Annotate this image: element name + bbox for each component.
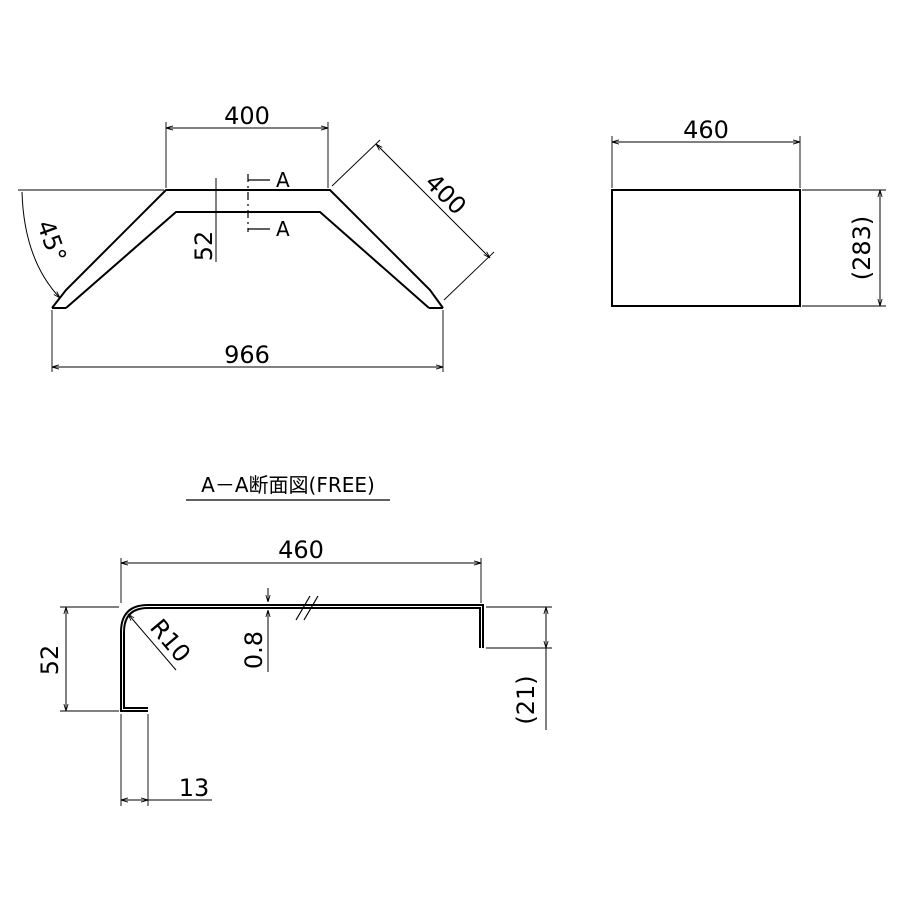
top-view-inner-outline [65,211,430,309]
dim-slant-ext-top [331,139,381,187]
angle-arc [21,191,60,298]
dim-52-label: 52 [190,231,218,262]
sec-dim-radius-label: R10 [144,614,196,668]
dim-slant-ext-bottom [443,251,495,301]
side-dim-height-label: (283) [848,216,876,281]
section-mark-upper: A [276,168,290,192]
side-view-rect [611,189,801,307]
sec-dim-thickness-label: 0.8 [240,631,268,669]
dim-slant-line [376,144,490,258]
section-profile-inner [120,604,484,712]
section-title: A－A断面図(FREE) [201,473,375,497]
sec-dim-return-label: (21) [512,675,540,724]
side-view: 460 (283) [611,116,886,307]
top-view-outer-outline [51,189,444,309]
dim-angle-label: 45° [31,216,72,266]
radius-leader [128,614,177,671]
sec-dim-height-label: 52 [36,645,64,676]
sec-dim-width-label: 460 [278,536,324,564]
side-dim-width-label: 460 [683,116,729,144]
sec-dim-hem-label: 13 [179,774,210,802]
dim-400-top-label: 400 [224,102,270,130]
dim-400-slant-label: 400 [420,168,472,220]
top-view: 400 400 45° 52 A A 966 [18,102,495,372]
section-mark-lower: A [276,217,290,241]
break-mark-1 [295,595,311,621]
break-mark-2 [303,595,319,621]
dim-966-label: 966 [224,341,270,369]
section-view: A－A断面図(FREE) 460 52 R10 0.8 (21) [36,473,552,806]
